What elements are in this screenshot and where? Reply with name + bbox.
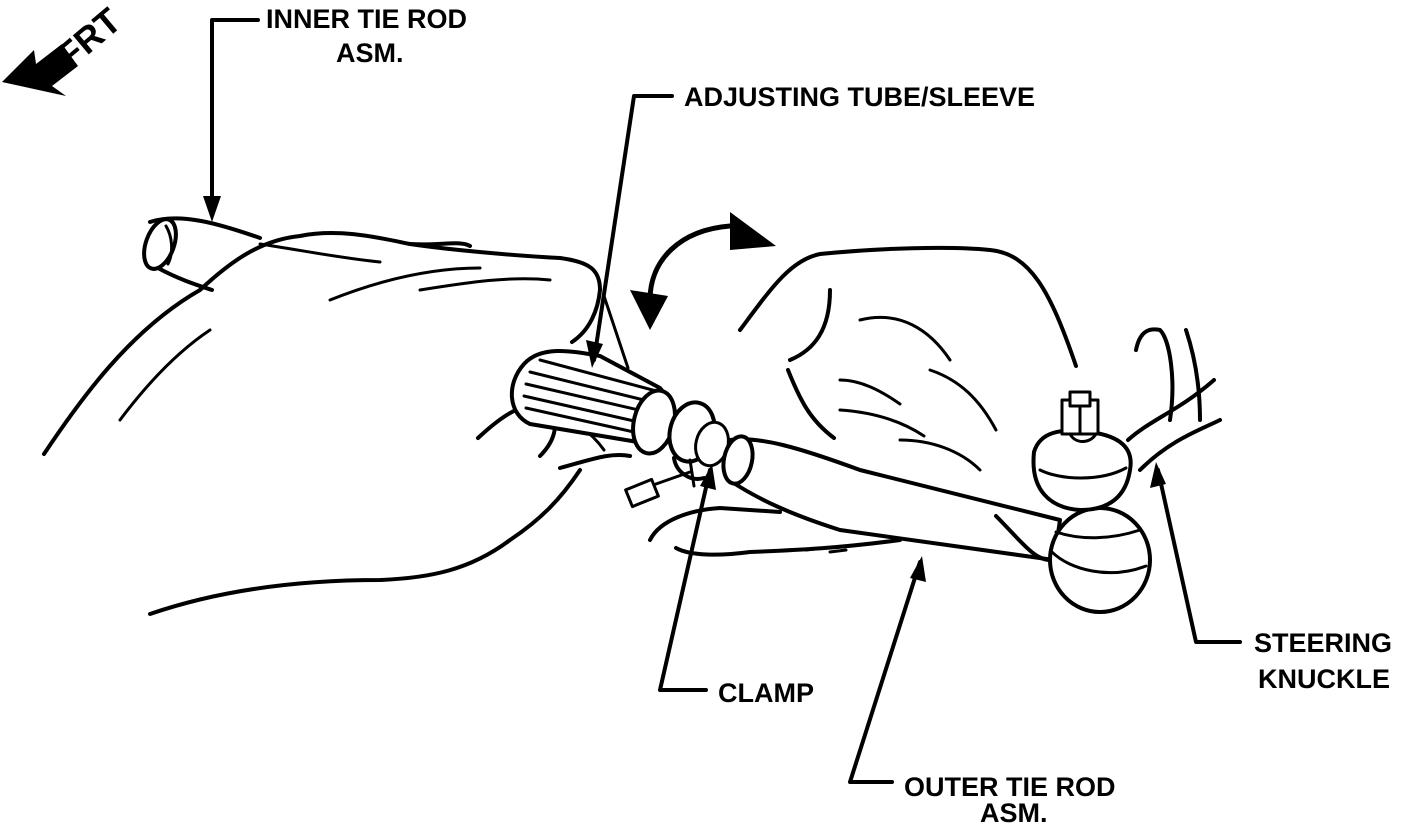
leader-steering-knuckle xyxy=(1150,462,1242,644)
inner-tie-rod xyxy=(142,216,262,292)
leader-clamp xyxy=(658,464,716,692)
right-hand xyxy=(648,245,1078,562)
tie-rod-end xyxy=(1031,390,1152,614)
svg-text:ASM.: ASM. xyxy=(336,38,404,68)
steering-knuckle-label: STEERING KNUCKLE xyxy=(1254,628,1392,694)
arrow-left-down-icon xyxy=(2,44,78,96)
left-hand xyxy=(42,231,632,616)
leader-adjusting-tube xyxy=(586,94,674,368)
front-direction-marker: FRT xyxy=(2,0,129,96)
steering-knuckle xyxy=(1126,327,1222,472)
leader-inner-tie-rod xyxy=(203,18,260,222)
outer-tie-rod-label: OUTER TIE ROD ASM. xyxy=(904,772,1116,828)
clamp xyxy=(624,400,730,509)
svg-text:ADJUSTING TUBE/SLEEVE: ADJUSTING TUBE/SLEEVE xyxy=(684,82,1035,112)
svg-text:STEERING: STEERING xyxy=(1254,628,1392,658)
svg-text:ASM.: ASM. xyxy=(980,798,1048,828)
leader-outer-tie-rod xyxy=(848,556,926,784)
svg-text:INNER TIE ROD: INNER TIE ROD xyxy=(266,4,467,34)
double-curved-arrow-icon xyxy=(630,212,776,330)
clamp-label: CLAMP xyxy=(718,678,814,708)
svg-text:OUTER TIE ROD: OUTER TIE ROD xyxy=(904,772,1116,802)
svg-text:KNUCKLE: KNUCKLE xyxy=(1258,664,1390,694)
adjusting-tube xyxy=(510,294,677,456)
adjusting-tube-label: ADJUSTING TUBE/SLEEVE xyxy=(684,82,1035,112)
inner-tie-rod-label: INNER TIE ROD ASM. xyxy=(266,4,467,68)
svg-text:CLAMP: CLAMP xyxy=(718,678,814,708)
